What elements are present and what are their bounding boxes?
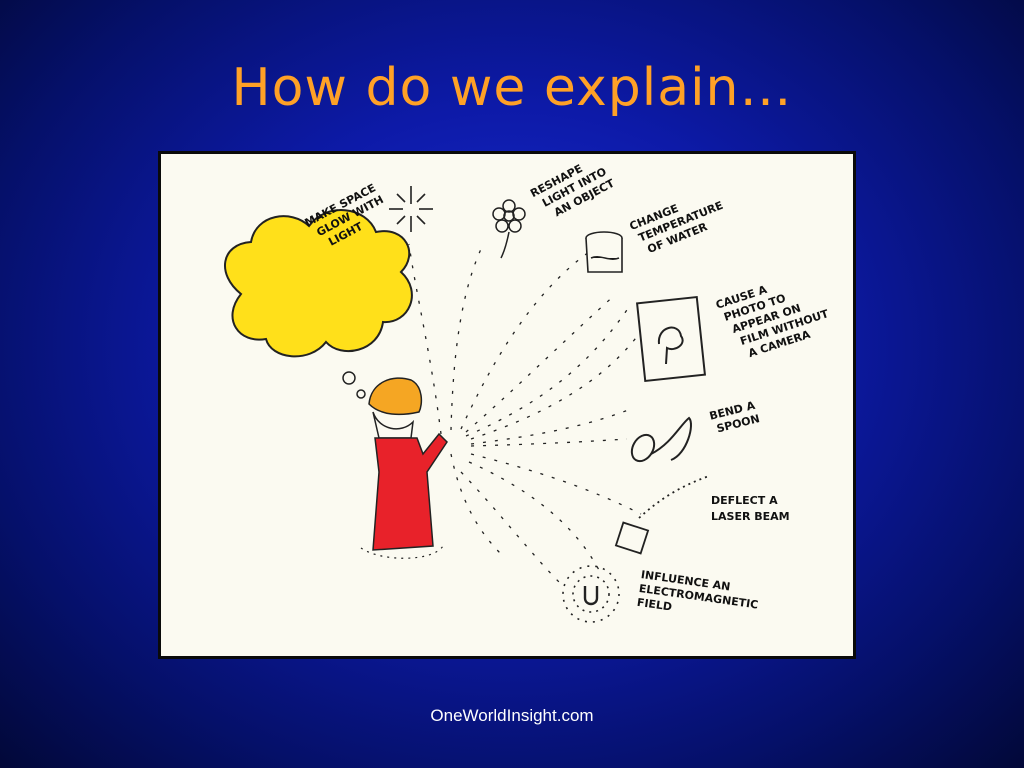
- illustration-drawing: MAKE SPACE GLOW WITH LIGHT RESHAPE LIGHT…: [224, 154, 838, 626]
- label-laser: DEFLECT A LASER BEAM: [711, 494, 790, 523]
- illustration-panel: MAKE SPACE GLOW WITH LIGHT RESHAPE LIGHT…: [158, 151, 856, 659]
- footer-credit: OneWorldInsight.com: [430, 706, 594, 725]
- label-magnetic: INFLUENCE AN ELECTROMAGNETIC FIELD: [636, 568, 765, 626]
- thought-cloud: [224, 209, 413, 399]
- light-streams: [408, 243, 642, 585]
- horseshoe-magnet-icon: [562, 565, 620, 623]
- sun-icon: [389, 186, 433, 232]
- robed-figure: [360, 377, 448, 559]
- bent-spoon-icon: [630, 416, 692, 463]
- laser-emitter-icon: [614, 475, 710, 555]
- label-spoon: BEND A SPOON: [708, 398, 763, 436]
- label-photo: CAUSE A PHOTO TO APPEAR ON FILM WITHOUT …: [714, 266, 838, 365]
- photo-frame-icon: [635, 295, 707, 383]
- label-reshape: RESHAPE LIGHT INTO AN OBJECT: [528, 154, 618, 225]
- slide-title: How do we explain…: [231, 58, 793, 118]
- flower-icon: [492, 199, 526, 259]
- label-temperature: CHANGE TEMPERATURE OF WATER: [628, 184, 734, 259]
- water-can-icon: [585, 231, 623, 273]
